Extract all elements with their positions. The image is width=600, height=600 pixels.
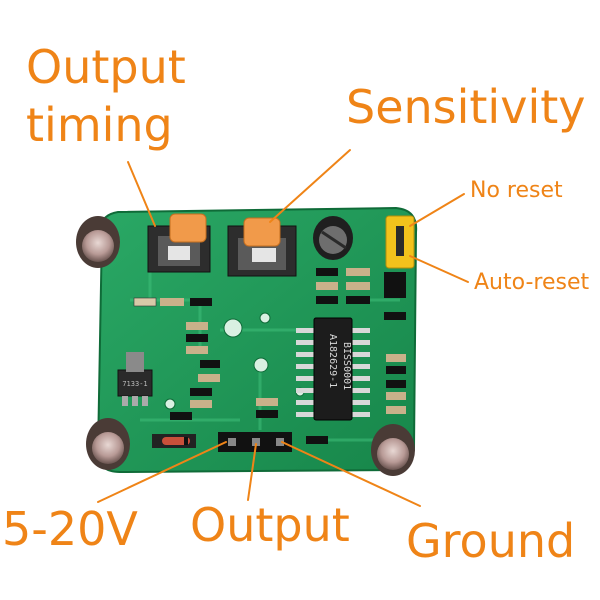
output-timing-label-line1: Output bbox=[26, 40, 186, 94]
sensitivity-potentiometer[interactable] bbox=[227, 217, 297, 277]
no-reset-leader-line bbox=[409, 193, 465, 227]
auto-reset-label: Auto-reset bbox=[474, 270, 590, 295]
output-timing-label-line2: timing bbox=[26, 98, 173, 152]
ground-leader-line bbox=[281, 441, 421, 507]
biss0001-chip: BISS0001 A182629-1 bbox=[296, 317, 370, 421]
smd-components bbox=[133, 268, 406, 444]
ground-label: Ground bbox=[406, 514, 576, 568]
output-header bbox=[218, 432, 292, 452]
output-timing-label: Output timing bbox=[26, 38, 186, 154]
output-leader-line bbox=[247, 443, 257, 501]
voltage-regulator: 7133-1 bbox=[117, 352, 153, 406]
capacitor bbox=[313, 216, 353, 260]
diode bbox=[152, 434, 196, 448]
timing-leader-line bbox=[127, 161, 156, 227]
sensitivity-leader-line bbox=[269, 149, 351, 223]
capacitor bbox=[76, 216, 120, 268]
chip-text-line1: BISS0001 bbox=[341, 342, 352, 390]
voltage-label: 5-20V bbox=[2, 502, 138, 556]
no-reset-label: No reset bbox=[470, 178, 563, 203]
capacitor bbox=[371, 424, 415, 476]
chip-text-line2: A182629-1 bbox=[327, 334, 338, 388]
output-label: Output bbox=[190, 498, 350, 552]
auto-reset-leader-line bbox=[409, 255, 469, 283]
reset-jumper[interactable] bbox=[384, 215, 415, 298]
voltage-leader-line bbox=[97, 441, 227, 503]
capacitor bbox=[86, 418, 130, 470]
timing-potentiometer[interactable] bbox=[147, 213, 211, 273]
sensitivity-label: Sensitivity bbox=[346, 80, 586, 134]
regulator-text: 7133-1 bbox=[122, 380, 147, 388]
